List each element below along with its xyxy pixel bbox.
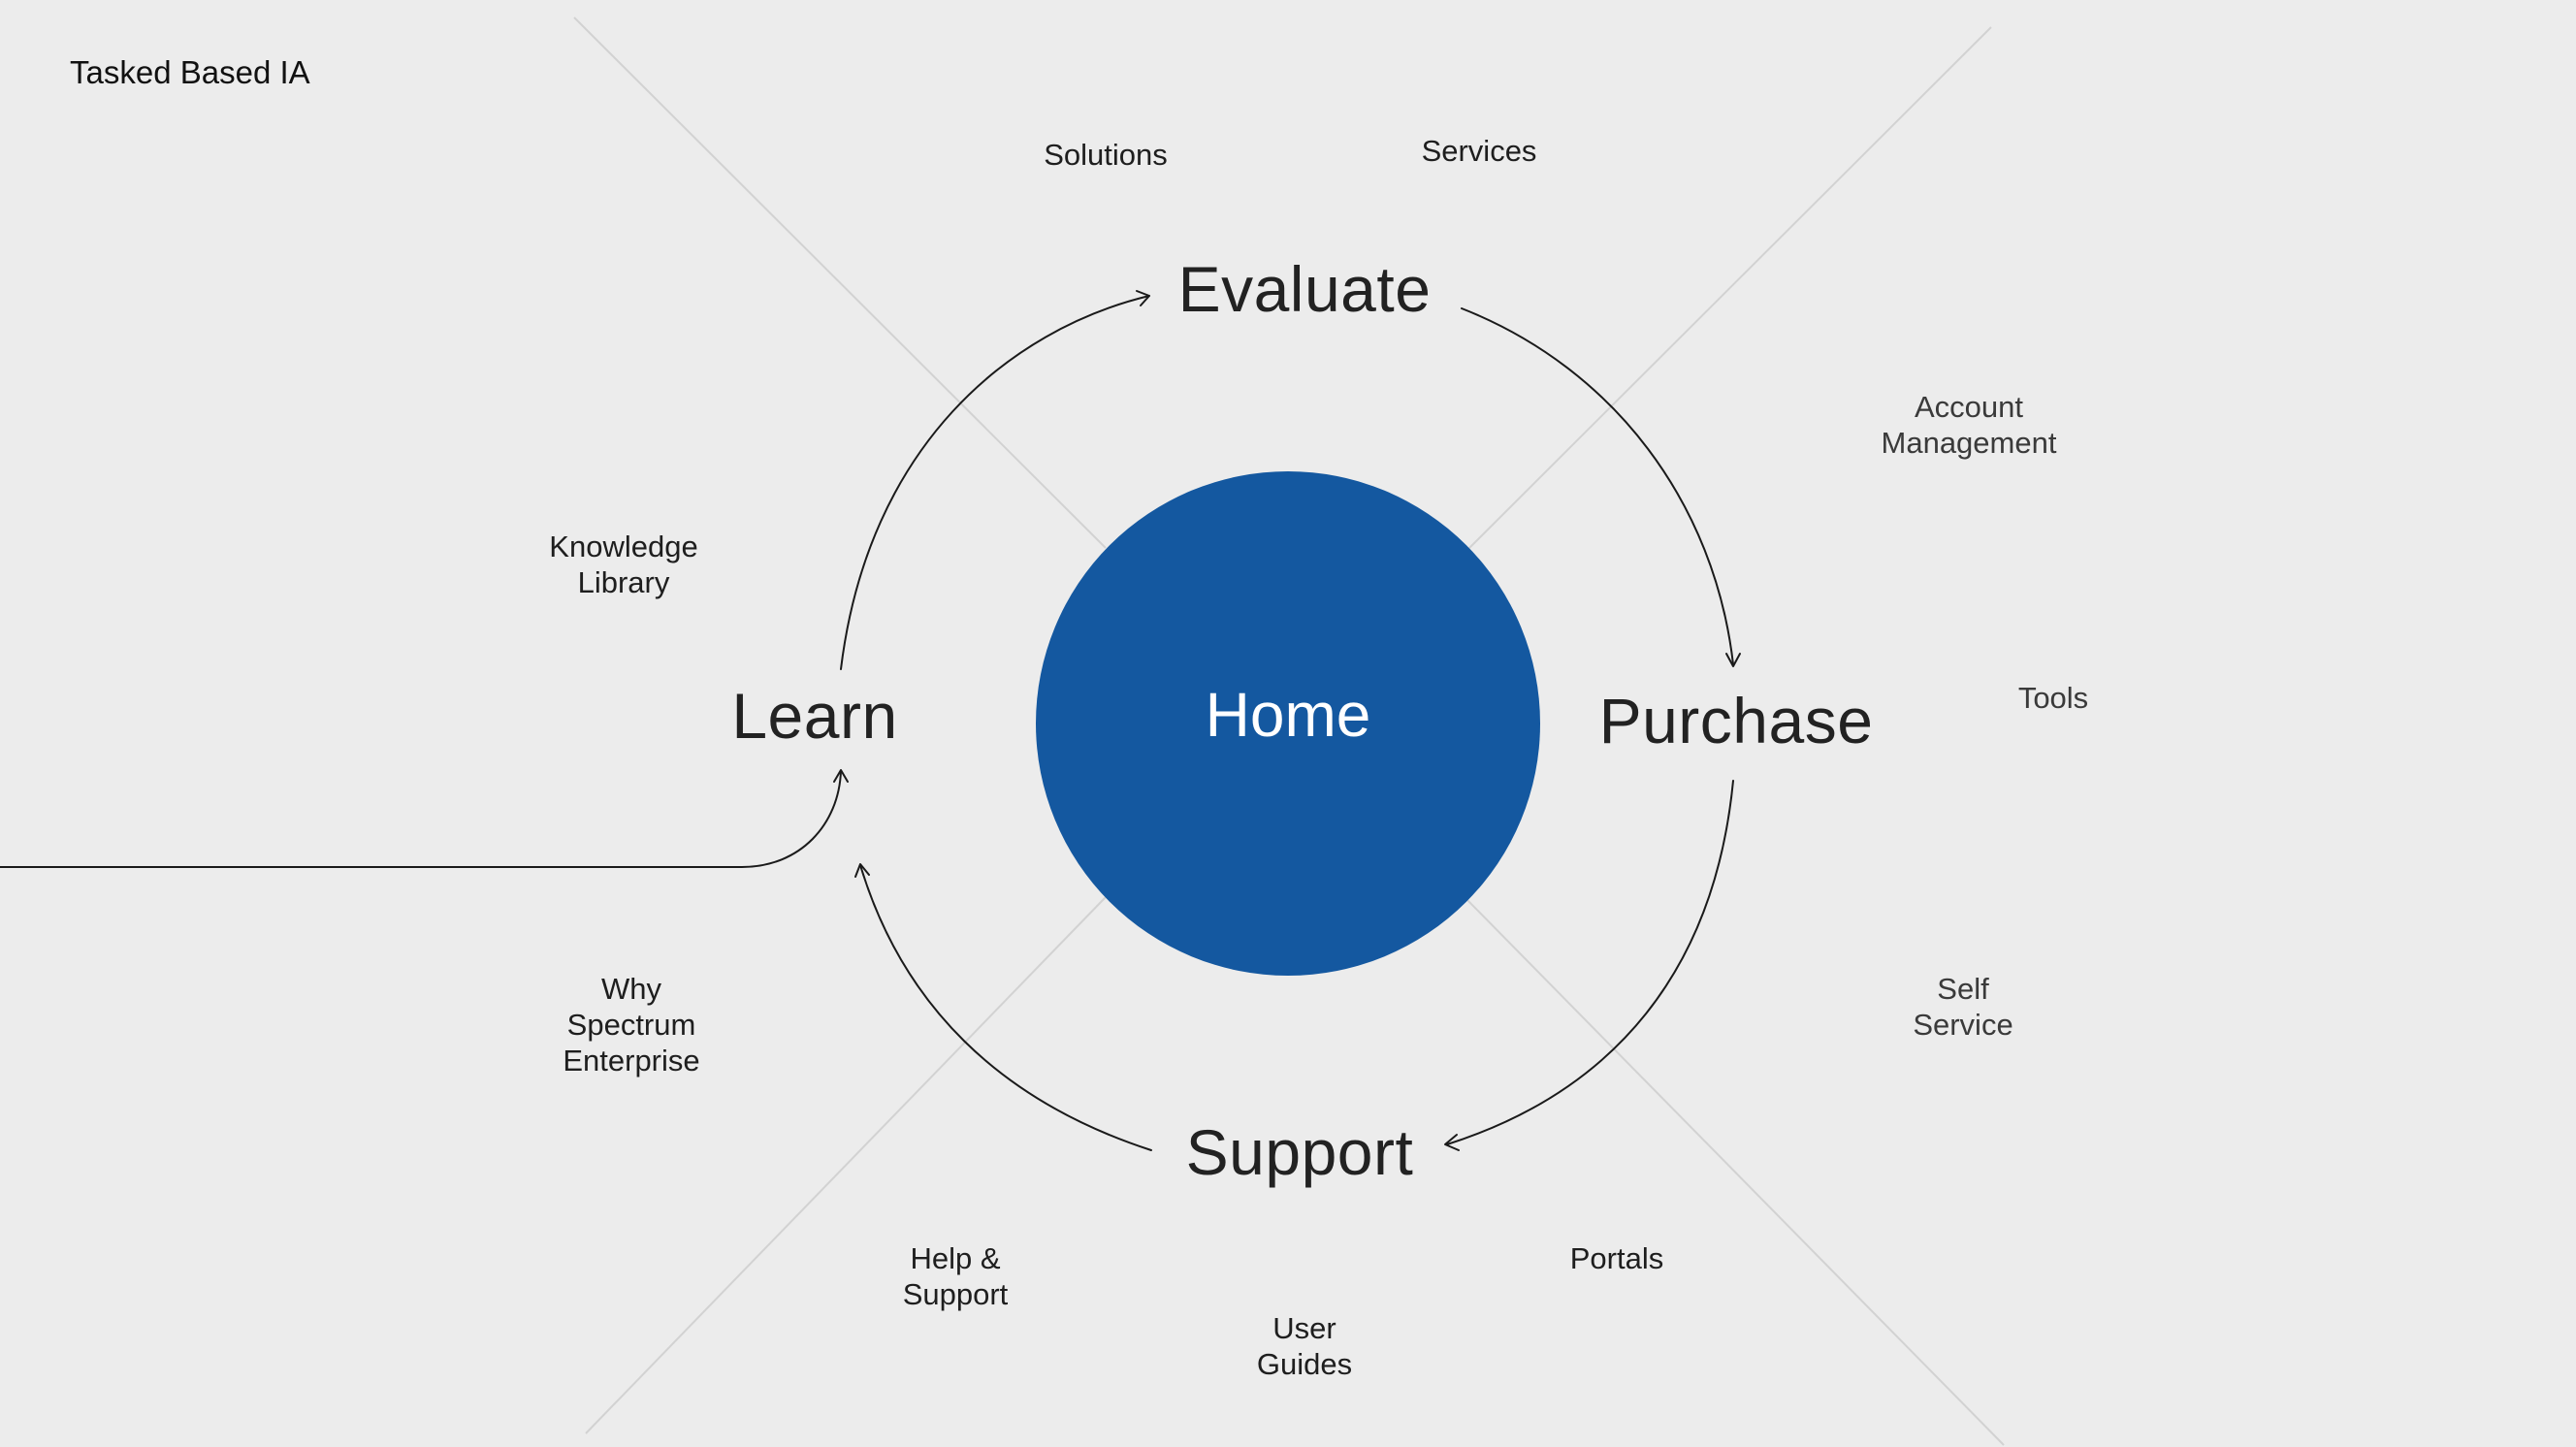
stage-evaluate[interactable]: Evaluate bbox=[1177, 253, 1432, 325]
arrow-purchase-to-support bbox=[1446, 780, 1734, 1145]
home-label[interactable]: Home bbox=[1205, 680, 1371, 750]
topic-portals[interactable]: Portals bbox=[1569, 1241, 1664, 1275]
topic-why-spectrum-enterprise[interactable]: Why Spectrum Enterprise bbox=[563, 972, 700, 1077]
divider-line-top-left bbox=[573, 16, 1107, 549]
topic-tools[interactable]: Tools bbox=[2017, 681, 2089, 715]
stage-support[interactable]: Support bbox=[1185, 1116, 1414, 1188]
topic-user-guides[interactable]: User Guides bbox=[1256, 1311, 1353, 1381]
home-circle[interactable] bbox=[1036, 471, 1540, 976]
arrowhead-purchase bbox=[1725, 653, 1741, 667]
topic-solutions[interactable]: Solutions bbox=[1044, 138, 1168, 172]
divider-line-bottom-left bbox=[585, 896, 1107, 1434]
topic-self-service[interactable]: Self Service bbox=[1913, 972, 2013, 1042]
arrow-learn-to-evaluate bbox=[840, 295, 1150, 670]
topic-account-management[interactable]: Account Management bbox=[1881, 390, 2057, 460]
arrowhead-learn-entry bbox=[833, 769, 849, 783]
page-title: Tasked Based IA bbox=[70, 54, 310, 90]
arrowhead-support bbox=[1444, 1134, 1460, 1151]
divider-line-top-right bbox=[1464, 26, 1992, 554]
stage-learn[interactable]: Learn bbox=[731, 680, 898, 752]
topic-help-support[interactable]: Help & Support bbox=[902, 1241, 1009, 1311]
arrowhead-learn-lower bbox=[854, 863, 870, 878]
arrow-evaluate-to-purchase bbox=[1461, 307, 1734, 665]
divider-line-bottom-right bbox=[1464, 896, 2005, 1446]
arrowhead-evaluate bbox=[1136, 290, 1150, 306]
topic-services[interactable]: Services bbox=[1421, 134, 1537, 168]
arrow-support-to-learn bbox=[859, 864, 1152, 1151]
topic-knowledge-library[interactable]: Knowledge Library bbox=[549, 530, 698, 599]
quadrant-dividers bbox=[573, 16, 2005, 1446]
arrow-entry-to-learn bbox=[0, 770, 842, 868]
cycle-arrows bbox=[0, 290, 1741, 1151]
stage-purchase[interactable]: Purchase bbox=[1598, 685, 1874, 756]
